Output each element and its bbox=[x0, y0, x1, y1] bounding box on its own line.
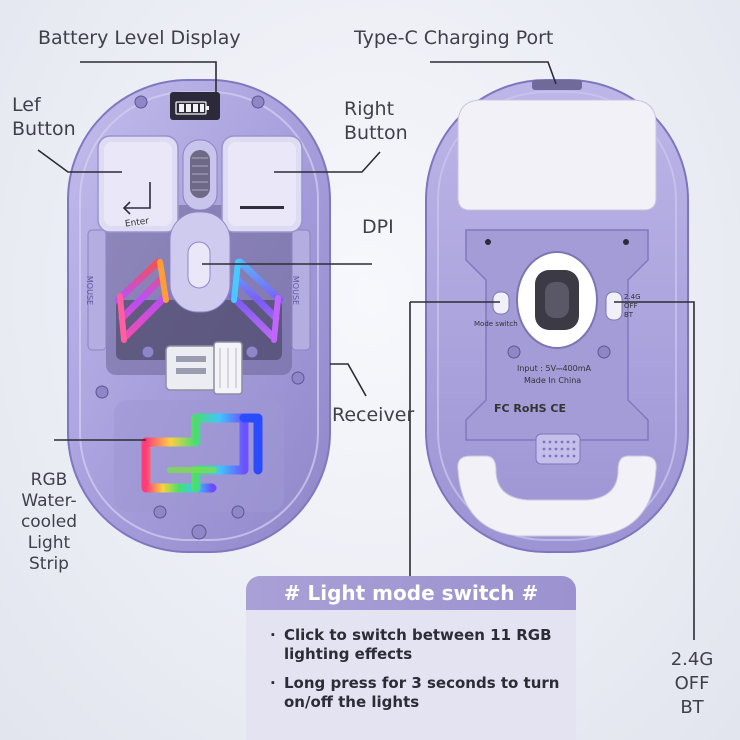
bullet-1-line-2: lighting effects bbox=[284, 645, 413, 663]
receiver-label: Receiver bbox=[332, 404, 415, 426]
rgb-strip-line-5: Strip bbox=[29, 554, 69, 574]
switch-pos-2g4: 2.4G bbox=[624, 293, 641, 301]
switch-pos-off: OFF bbox=[624, 302, 638, 310]
side-text-right: MOUSE bbox=[291, 275, 301, 306]
mode-label-bt: BT bbox=[680, 697, 704, 718]
mode-switch-text: Mode switch bbox=[474, 320, 518, 328]
left-button-label-2: Button bbox=[12, 118, 76, 140]
mode-label-off: OFF bbox=[674, 673, 710, 694]
rgb-strip-line-1: RGB bbox=[30, 470, 68, 490]
made-in-text: Made In China bbox=[524, 376, 582, 385]
side-text-left: MOUSE bbox=[85, 275, 95, 306]
light-mode-panel: # Light mode switch # · Click to switch … bbox=[246, 576, 576, 740]
left-button-label-1: Lef bbox=[12, 94, 41, 116]
right-button-label-2: Button bbox=[344, 122, 408, 144]
bullet-1-line-1: Click to switch between 11 RGB bbox=[284, 626, 552, 644]
bullet-dot-2: · bbox=[270, 674, 276, 692]
rgb-strip-line-4: Light bbox=[27, 533, 71, 553]
mode-2g4-off-bt-label: 2.4G OFF BT bbox=[660, 648, 724, 720]
certifications-text: FC RoHS CE bbox=[494, 402, 566, 415]
bullet-dot-1: · bbox=[270, 626, 276, 644]
switch-pos-bt: BT bbox=[624, 311, 634, 319]
switch-positions: 2.4G OFF BT bbox=[624, 293, 641, 320]
mode-label-2g4: 2.4G bbox=[670, 649, 714, 670]
panel-title: # Light mode switch # bbox=[246, 576, 576, 610]
dpi-label: DPI bbox=[362, 216, 394, 238]
rgb-strip-line-3: cooled bbox=[20, 512, 78, 532]
input-rating-text: Input : 5V⎓400mA bbox=[517, 364, 591, 373]
rgb-strip-line-2: Water- bbox=[21, 491, 77, 511]
battery-level-display-label: Battery Level Display bbox=[38, 27, 241, 49]
mouse-back-view bbox=[425, 79, 689, 553]
mouse-front-view bbox=[67, 79, 331, 553]
rgb-strip-label: RGB Water- cooled Light Strip bbox=[14, 470, 84, 575]
typec-charging-port-label: Type-C Charging Port bbox=[354, 27, 554, 49]
bullet-2-line-1: Long press for 3 seconds to turn bbox=[284, 674, 560, 692]
right-button-label-1: Right bbox=[344, 98, 395, 120]
bullet-2-line-2: on/off the lights bbox=[284, 693, 420, 711]
